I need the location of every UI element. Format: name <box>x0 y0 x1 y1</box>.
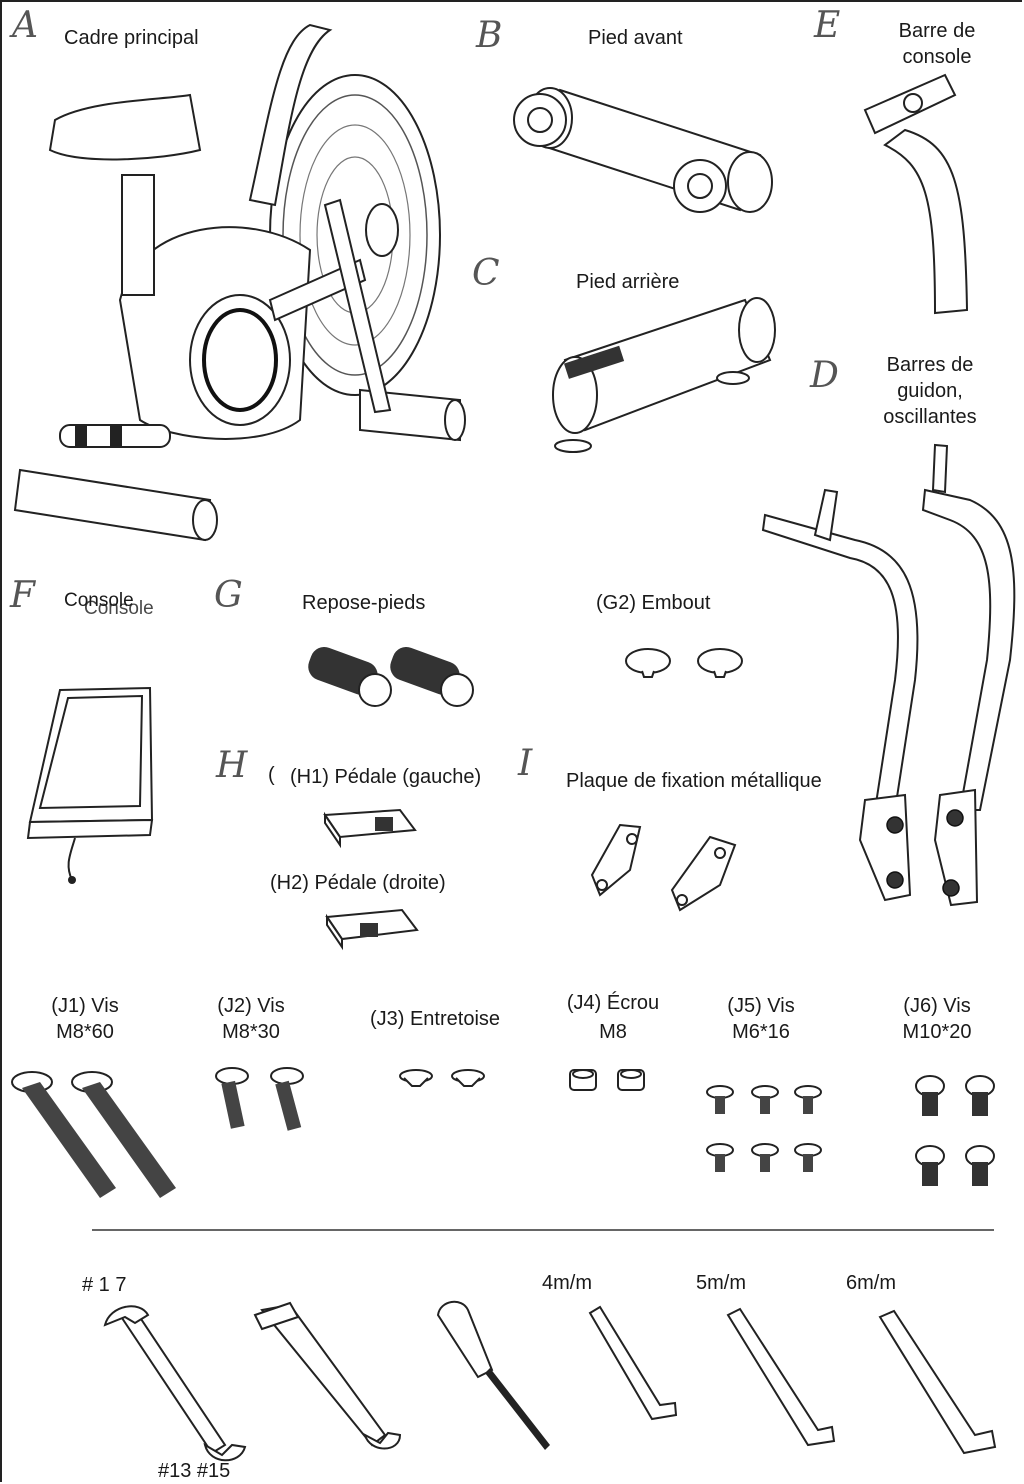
rear-foot-illustration <box>552 297 776 453</box>
hardware-j3-name: (J3) Entretoise <box>369 1008 501 1030</box>
part-letter-g: G <box>214 575 243 616</box>
part-letter-c: C <box>472 253 500 294</box>
part-letter-f: F <box>10 575 35 616</box>
footrests-illustration <box>308 646 474 707</box>
divider-line <box>92 1229 994 1231</box>
part-paren-h: ( <box>268 764 275 786</box>
console-bar-illustration <box>863 73 969 315</box>
j5-screws <box>706 1085 822 1172</box>
metal-plates-illustration <box>590 823 737 912</box>
part-label-console-shadow: Console <box>84 598 154 619</box>
j1-bolts <box>11 1071 176 1198</box>
screwdriver <box>436 1300 550 1450</box>
part-label-console: Console <box>64 590 134 611</box>
part-letter-e: E <box>814 5 841 46</box>
part-label-end-cap: (G2) Embout <box>596 592 711 614</box>
j3-spacers <box>399 1069 485 1087</box>
hardware-j5-size: M6*16 <box>732 1021 790 1043</box>
pedal-wrench <box>253 1301 402 1450</box>
hardware-j4-size: M8 <box>599 1021 627 1043</box>
left-pedal-illustration <box>323 808 417 849</box>
j2-bolts <box>215 1067 304 1131</box>
hardware-j2-name: (J2) Vis <box>217 995 285 1017</box>
seat <box>48 93 202 161</box>
part-letter-b: B <box>476 15 503 56</box>
part-label-rear-foot: Pied arrière <box>576 271 680 293</box>
part-label-metal-plate: Plaque de fixation métallique <box>566 770 822 792</box>
j4-nuts <box>569 1069 645 1091</box>
part-label-front-foot: Pied avant <box>588 27 683 49</box>
tool-wrench-size-17: # 1 7 <box>82 1274 127 1296</box>
hardware-j4-name: (J4) Écrou <box>566 992 660 1014</box>
tool-hex-5mm-label: 5m/m <box>696 1272 746 1294</box>
tool-hex-6mm-label: 6m/m <box>846 1272 896 1294</box>
part-label-left-pedal: (H1) Pédale (gauche) <box>290 766 482 788</box>
hardware-j5-name: (J5) Vis <box>727 995 795 1017</box>
hardware-j1-size: M8*60 <box>56 1021 114 1043</box>
end-caps-illustration <box>625 648 743 678</box>
part-label-footrests: Repose-pieds <box>302 592 426 614</box>
handlebars-illustration <box>761 443 1016 907</box>
hex-key-5mm <box>726 1307 836 1447</box>
part-label-main-frame: Cadre principal <box>64 27 199 49</box>
tool-hex-4mm-label: 4m/m <box>542 1272 592 1294</box>
hardware-j6-name: (J6) Vis <box>903 995 971 1017</box>
j6-bolts <box>915 1075 995 1186</box>
tools-illustration <box>103 1300 997 1462</box>
part-letter-d: D <box>810 355 839 396</box>
hex-key-4mm <box>588 1305 678 1421</box>
hardware-illustrations <box>11 1067 995 1198</box>
hardware-j1-name: (J1) Vis <box>51 995 119 1017</box>
part-label-right-pedal: (H2) Pédale (droite) <box>270 872 446 894</box>
part-letter-h: H <box>216 745 248 786</box>
part-letter-i: I <box>518 743 533 784</box>
front-foot-illustration <box>513 87 773 213</box>
hardware-j6-size: M10*20 <box>902 1021 972 1043</box>
open-wrench <box>103 1305 247 1462</box>
part-label-handlebars: Barres de guidon, oscillantes <box>883 354 977 428</box>
right-pedal-illustration <box>325 908 419 951</box>
part-letter-a: A <box>12 5 38 46</box>
hardware-j2-size: M8*30 <box>222 1021 280 1043</box>
hex-key-6mm <box>878 1309 997 1455</box>
part-label-console-bar: Barre de console <box>898 20 976 68</box>
console-illustration <box>26 686 154 884</box>
main-frame-illustration <box>13 23 466 542</box>
tool-wrench-sizes-13-15: #13 #15 <box>158 1460 231 1482</box>
